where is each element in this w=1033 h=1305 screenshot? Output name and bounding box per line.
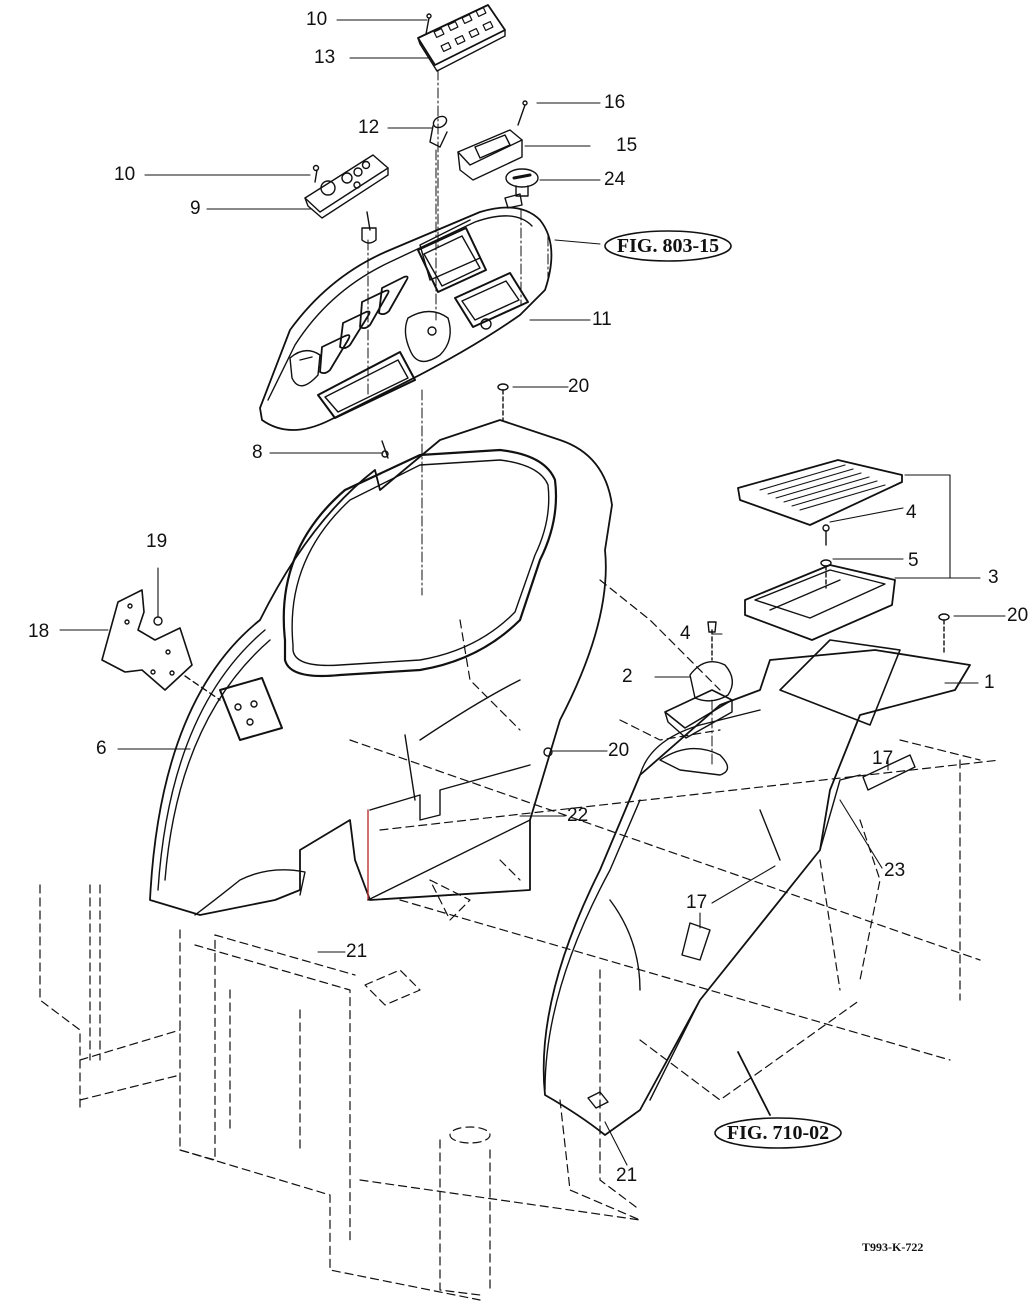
callout-20-top: 20 bbox=[568, 376, 590, 397]
socket-12 bbox=[429, 115, 448, 148]
alignment-lines bbox=[367, 69, 713, 766]
cup-holder-2 bbox=[664, 621, 733, 739]
right-fender-1 bbox=[542, 639, 971, 1136]
callout-16: 16 bbox=[604, 92, 626, 113]
callout-24: 24 bbox=[604, 169, 626, 190]
callout-15: 15 bbox=[616, 135, 638, 156]
frame-chassis bbox=[39, 579, 1001, 1301]
left-fender-6 bbox=[149, 419, 613, 916]
clips-20 bbox=[497, 383, 950, 757]
fig-ref-ellipse-710 bbox=[714, 1117, 842, 1149]
callout-4-tray: 4 bbox=[906, 502, 917, 523]
key-switch-24 bbox=[504, 168, 539, 209]
callout-21-left: 21 bbox=[346, 941, 368, 962]
callout-9: 9 bbox=[190, 198, 201, 219]
callout-10-top: 10 bbox=[306, 9, 328, 30]
drawing-code: T993-K-722 bbox=[862, 1240, 924, 1254]
callout-19: 19 bbox=[146, 531, 168, 552]
callout-4-cup: 4 bbox=[680, 623, 691, 644]
callout-3: 3 bbox=[988, 567, 999, 588]
callout-11: 11 bbox=[592, 309, 612, 330]
callout-1: 1 bbox=[984, 672, 995, 693]
callout-8: 8 bbox=[252, 442, 263, 463]
nut-19 bbox=[153, 616, 163, 626]
callout-23: 23 bbox=[884, 860, 906, 881]
callout-18: 18 bbox=[28, 621, 50, 642]
leader-lines bbox=[59, 19, 1006, 1166]
cover-15 bbox=[457, 100, 528, 181]
tray-assembly-3 bbox=[737, 459, 903, 641]
callout-5: 5 bbox=[908, 550, 919, 571]
callout-21-bottom: 21 bbox=[616, 1165, 638, 1186]
callout-22: 22 bbox=[567, 805, 589, 826]
callout-10-left: 10 bbox=[114, 164, 136, 185]
callout-2: 2 bbox=[622, 666, 633, 687]
fig-ref-803-15[interactable]: FIG. 803-15 bbox=[616, 235, 720, 257]
callout-17-mid: 17 bbox=[686, 892, 708, 913]
callout-13: 13 bbox=[314, 47, 336, 68]
callout-17-right: 17 bbox=[872, 748, 894, 769]
seal-17 bbox=[862, 754, 916, 791]
callout-20-mid: 20 bbox=[608, 740, 630, 761]
fig-ref-710-02[interactable]: FIG. 710-02 bbox=[726, 1122, 830, 1144]
console-11 bbox=[259, 206, 553, 459]
callout-12: 12 bbox=[358, 117, 380, 138]
bracket-18 bbox=[101, 589, 221, 701]
callout-6: 6 bbox=[96, 738, 107, 759]
switch-panel-13 bbox=[417, 4, 506, 72]
callout-20-right: 20 bbox=[1007, 605, 1029, 626]
fig-ref-ellipse-803 bbox=[604, 230, 732, 262]
control-panel-9 bbox=[304, 154, 389, 244]
